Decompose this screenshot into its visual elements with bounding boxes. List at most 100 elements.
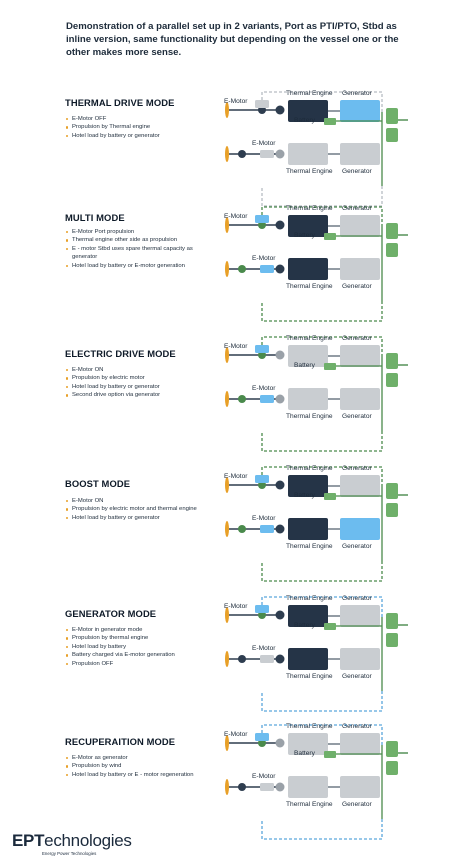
bottom-thermal-engine xyxy=(288,518,328,540)
top-propeller-icon xyxy=(225,347,229,363)
top-emotor-label: E-Motor xyxy=(224,98,248,105)
bottom-thermal-engine-label: Thermal Engine xyxy=(286,543,333,550)
top-generator xyxy=(340,100,380,122)
top-emotor-box xyxy=(255,345,269,353)
top-propeller-icon xyxy=(225,477,229,493)
bottom-power-loop xyxy=(261,301,383,322)
bottom-clutch-icon xyxy=(275,394,285,404)
bottom-emotor-label: E-Motor xyxy=(252,515,276,522)
switchboard-top xyxy=(386,741,398,757)
bottom-gearbox-icon xyxy=(238,265,246,273)
top-emotor-label: E-Motor xyxy=(224,473,248,480)
mode-title: THERMAL DRIVE MODE xyxy=(65,97,175,108)
bottom-propeller-icon xyxy=(225,261,229,277)
powertrain-diagram xyxy=(225,206,408,322)
top-clutch-icon xyxy=(275,738,285,748)
bottom-emotor-box xyxy=(260,655,274,663)
mode-bullet-item: E - motor Stbd uses spare thermal capaci… xyxy=(66,245,216,262)
top-generator-label: Generator xyxy=(342,723,372,730)
bottom-generator-label: Generator xyxy=(342,168,372,175)
bottom-thermal-engine xyxy=(288,776,328,798)
battery-label: Battery xyxy=(294,232,315,239)
top-propeller-icon xyxy=(225,735,229,751)
mode-bullet-item: Battery charged via E-motor generation xyxy=(66,651,216,659)
bottom-generator xyxy=(340,648,380,670)
bottom-thermal-engine xyxy=(288,648,328,670)
bottom-generator xyxy=(340,776,380,798)
bottom-generator xyxy=(340,388,380,410)
bottom-generator xyxy=(340,518,380,540)
bottom-clutch-icon xyxy=(275,782,285,792)
battery-icon xyxy=(324,118,336,125)
bottom-emotor-label: E-Motor xyxy=(252,385,276,392)
battery-label: Battery xyxy=(294,492,315,499)
top-clutch-icon xyxy=(275,105,285,115)
mode-bullet-item: Hotel load by battery or generator xyxy=(66,132,216,140)
top-generator xyxy=(340,215,380,237)
mode-bullet-item: Hotel load by battery or generator xyxy=(66,514,216,522)
mode-bullet-item: Hotel load by battery xyxy=(66,643,216,651)
powertrain-diagram xyxy=(225,336,408,452)
bottom-generator xyxy=(340,143,380,165)
top-clutch-icon xyxy=(275,610,285,620)
powertrain-diagram xyxy=(225,724,408,840)
powertrain-diagram xyxy=(225,91,408,207)
top-propeller-icon xyxy=(225,102,229,118)
mode-bullet-item: Propulsion by wind xyxy=(66,762,216,770)
bottom-thermal-engine-label: Thermal Engine xyxy=(286,283,333,290)
mode-title: MULTI MODE xyxy=(65,212,125,223)
bottom-emotor-box xyxy=(260,525,274,533)
bottom-emotor-box xyxy=(260,150,274,158)
switchboard-top xyxy=(386,353,398,369)
mode-title: GENERATOR MODE xyxy=(65,608,157,619)
top-emotor-label: E-Motor xyxy=(224,343,248,350)
top-generator-label: Generator xyxy=(342,465,372,472)
bottom-thermal-engine-label: Thermal Engine xyxy=(286,673,333,680)
mode-bullet-item: Thermal engine other side as propulsion xyxy=(66,236,216,244)
top-generator xyxy=(340,733,380,755)
mode-bullet-item: E-Motor ON xyxy=(66,366,216,374)
top-generator-label: Generator xyxy=(342,595,372,602)
top-propeller-icon xyxy=(225,607,229,623)
top-generator xyxy=(340,475,380,497)
top-thermal-engine-label: Thermal Engine xyxy=(286,595,333,602)
switchboard-top xyxy=(386,108,398,124)
switchboard-mid xyxy=(386,243,398,257)
mode-bullet-item: Hotel load by battery or E-motor generat… xyxy=(66,262,216,270)
mode-bullet-item: E-Motor OFF xyxy=(66,115,216,123)
battery-icon xyxy=(324,751,336,758)
mode-title: ELECTRIC DRIVE MODE xyxy=(65,348,176,359)
top-clutch-icon xyxy=(275,480,285,490)
bottom-generator xyxy=(340,258,380,280)
bottom-generator-label: Generator xyxy=(342,413,372,420)
mode-bullet-item: Propulsion by electric motor and thermal… xyxy=(66,505,216,513)
mode-title: RECUPERAITION MODE xyxy=(65,736,176,747)
top-generator-label: Generator xyxy=(342,90,372,97)
bottom-thermal-engine-label: Thermal Engine xyxy=(286,801,333,808)
battery-label: Battery xyxy=(294,362,315,369)
ept-logo: EPTechnologies Energy Power Technologies xyxy=(12,832,132,857)
top-power-loop xyxy=(261,336,383,357)
bottom-power-loop xyxy=(261,431,383,452)
bottom-clutch-icon xyxy=(275,149,285,159)
bottom-power-loop xyxy=(261,691,383,712)
switchboard-mid xyxy=(386,128,398,142)
battery-label: Battery xyxy=(294,117,315,124)
top-thermal-engine-label: Thermal Engine xyxy=(286,335,333,342)
bottom-emotor-label: E-Motor xyxy=(252,773,276,780)
mode-bullet-item: Hotel load by battery or E - motor regen… xyxy=(66,771,216,779)
bottom-emotor-label: E-Motor xyxy=(252,140,276,147)
bottom-emotor-label: E-Motor xyxy=(252,645,276,652)
mode-bullet-item: E-Motor in generator mode xyxy=(66,626,216,634)
switchboard-mid xyxy=(386,373,398,387)
bottom-gearbox-icon xyxy=(238,783,246,791)
top-power-loop xyxy=(261,91,383,112)
top-thermal-engine xyxy=(288,475,328,497)
bottom-generator-label: Generator xyxy=(342,673,372,680)
